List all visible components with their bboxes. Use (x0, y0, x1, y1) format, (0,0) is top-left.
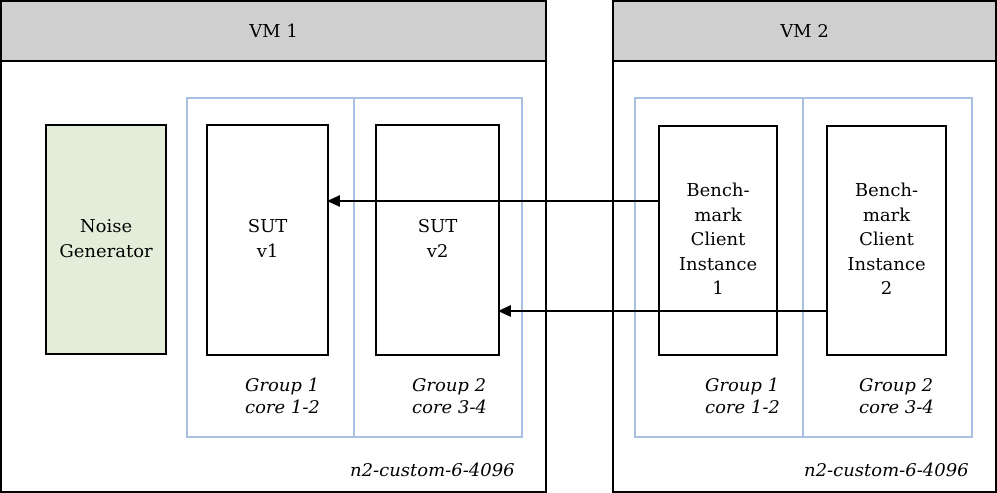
sut-v2-box: SUT v2 (375, 124, 500, 356)
vm1-group2-name: Group 2 (412, 375, 487, 396)
vm2-group2-name: Group 2 (859, 375, 934, 396)
sut-v1-line1: SUT (247, 216, 288, 237)
vm1-header: VM 1 (2, 2, 545, 62)
vm1-group1-name: Group 1 (245, 375, 320, 396)
client1-line1: Bench- (686, 180, 750, 201)
vm1-machine-type: n2-custom-6-4096 (350, 460, 515, 481)
vm1-group-frame (186, 97, 523, 438)
sut-v2-line2: v2 (426, 240, 449, 262)
client2-line1: Bench- (854, 180, 919, 201)
vm2-group1-cores: core 1-2 (705, 397, 780, 418)
sut-v1-line2: v1 (256, 240, 279, 262)
client1-line3: Client (690, 229, 746, 250)
client2-line4: Instance (847, 253, 926, 275)
noise-generator-line1: Noise (79, 216, 133, 237)
vm2-header: VM 2 (614, 2, 995, 62)
sut-v2-line1: SUT (417, 216, 458, 237)
vm2-group-divider (802, 99, 804, 436)
client1-line4: Instance (678, 253, 758, 275)
vm2-group2-cores: core 3-4 (859, 397, 934, 418)
vm1-group1-label: Group 1 core 1-2 (245, 375, 320, 419)
vm2-group1-label: Group 1 core 1-2 (705, 375, 780, 419)
client2-line5: 2 (880, 278, 893, 299)
vm1-container: VM 1 Noise Generator SUT v1 SUT v2 Group… (0, 0, 547, 493)
client2-line3: Client (859, 229, 914, 250)
vm2-group1-name: Group 1 (705, 375, 780, 396)
vm2-group2-label: Group 2 core 3-4 (859, 375, 934, 419)
vm1-group-divider (353, 99, 355, 436)
noise-generator-line2: Generator (59, 240, 153, 262)
vm2-machine-type: n2-custom-6-4096 (804, 460, 969, 481)
benchmark-client-instance-2-box: Bench- mark Client Instance 2 (826, 125, 947, 356)
sut-v1-box: SUT v1 (206, 124, 329, 356)
vm2-group-frame (634, 97, 973, 438)
benchmark-client-instance-1-box: Bench- mark Client Instance 1 (658, 125, 778, 356)
client2-line2: mark (862, 204, 911, 226)
vm1-group1-cores: core 1-2 (245, 397, 320, 418)
client1-line2: mark (694, 204, 742, 226)
vm1-group2-cores: core 3-4 (412, 397, 487, 418)
vm2-container: VM 2 Bench- mark Client Instance 1 Bench… (612, 0, 997, 493)
vm1-group2-label: Group 2 core 3-4 (412, 375, 487, 419)
vm1-title: VM 1 (249, 20, 298, 42)
noise-generator-box: Noise Generator (45, 124, 167, 355)
client1-line5: 1 (712, 278, 724, 299)
vm2-title: VM 2 (780, 20, 829, 42)
